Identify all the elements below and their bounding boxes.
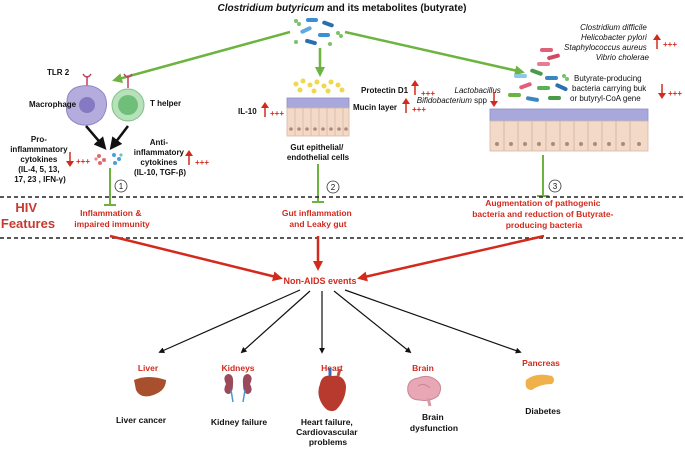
step-1-label: 1 bbox=[119, 182, 124, 191]
bacteria-cluster-icon bbox=[294, 18, 343, 46]
anti-change: +++ bbox=[195, 158, 209, 167]
butyrate-decrease-arrow-icon bbox=[658, 84, 666, 99]
organ-pancreas-outcome: Diabetes bbox=[525, 406, 561, 416]
outcome-3: Augmentation of pathogenic bacteria and … bbox=[472, 198, 616, 230]
step-2-label: 2 bbox=[331, 183, 336, 192]
butyrate-particles-icon bbox=[293, 78, 345, 94]
arrow-t-helper bbox=[109, 125, 129, 150]
arrow-to-kidneys bbox=[240, 290, 311, 354]
arrow-outcome-3 bbox=[357, 234, 545, 282]
pro-decrease-arrow-icon bbox=[66, 152, 74, 167]
liver-icon bbox=[134, 377, 166, 397]
t-helper-label: T helper bbox=[150, 99, 181, 108]
organ-liver-outcome: Liver cancer bbox=[116, 415, 167, 425]
arrow-to-microbiota bbox=[344, 30, 525, 76]
butyrate-change: +++ bbox=[668, 89, 682, 98]
header-title: Clostridium butyricum and its metabolite… bbox=[218, 3, 467, 14]
tlr2-label: TLR 2 bbox=[47, 68, 70, 77]
epithelium-right bbox=[489, 120, 649, 152]
organ-brain-label: Brain bbox=[412, 363, 434, 373]
beneficial-list: Lactobacillus Bifidobacterium spp bbox=[417, 86, 503, 105]
mucin-label: Mucin layer bbox=[353, 103, 397, 112]
header-organism: Clostridium butyricum bbox=[218, 3, 325, 14]
kidneys-icon bbox=[224, 374, 252, 403]
pathogen-increase-arrow-icon bbox=[653, 34, 661, 49]
arrow-to-pancreas bbox=[344, 289, 522, 354]
step-3-label: 3 bbox=[553, 182, 558, 191]
arrow-macrophage bbox=[85, 125, 107, 150]
mucin-layer-right bbox=[489, 108, 649, 122]
t-helper-icon bbox=[111, 88, 145, 122]
il10-label: IL-10 bbox=[238, 107, 257, 116]
gut-cells-label: Gut epithelial/ endothelial cells bbox=[287, 143, 350, 162]
organ-heart-label: Heart bbox=[321, 363, 343, 373]
outcome-1: Inflammation & impaired immunity bbox=[74, 208, 150, 229]
header-rest: and its metabolites (butyrate) bbox=[324, 3, 466, 14]
il10-change: +++ bbox=[270, 109, 284, 118]
butyrate-producers-label: Butyrate-producing bacteria carrying buk… bbox=[570, 74, 649, 103]
protectin-increase-arrow-icon bbox=[411, 80, 419, 95]
mucin-change: +++ bbox=[412, 105, 426, 114]
mucin-layer bbox=[286, 97, 350, 109]
step-badge-3 bbox=[548, 179, 562, 193]
macrophage-icon bbox=[66, 85, 108, 126]
arrow-to-liver bbox=[158, 289, 301, 354]
non-aids-label: Non-AIDS events bbox=[283, 276, 356, 286]
organ-liver-label: Liver bbox=[138, 363, 159, 373]
hiv-features-label: HIV Features bbox=[1, 200, 55, 231]
organ-pancreas-label: Pancreas bbox=[522, 358, 560, 368]
step-badge-2 bbox=[326, 180, 340, 194]
epithelium-middle bbox=[286, 107, 350, 137]
pro-change: +++ bbox=[76, 157, 90, 166]
il10-increase-arrow-icon bbox=[261, 102, 269, 117]
pathogen-list: Clostridium difficile Helicobacter pylor… bbox=[564, 23, 650, 62]
macrophage-label: Macrophage bbox=[29, 100, 77, 109]
beneficial-decrease-arrow-icon bbox=[490, 92, 498, 107]
protectin-change: +++ bbox=[421, 89, 435, 98]
organ-kidneys-label: Kidneys bbox=[221, 363, 254, 373]
organ-heart-outcome: Heart failure, Cardiovascular problems bbox=[296, 417, 360, 447]
arrow-outcome-1 bbox=[109, 234, 283, 282]
brain-icon bbox=[407, 375, 442, 407]
anti-cytokines-label: Anti- inflammatory cytokines (IL-10, TGF… bbox=[134, 138, 187, 177]
arrow-to-immune bbox=[112, 30, 291, 83]
pathogen-bacteria-icon bbox=[537, 48, 560, 66]
anti-increase-arrow-icon bbox=[185, 150, 193, 165]
outcome-2: Gut inflammation and Leaky gut bbox=[282, 208, 354, 229]
arrow-to-brain bbox=[333, 290, 412, 354]
step-badge-1 bbox=[114, 179, 128, 193]
pancreas-icon bbox=[525, 374, 554, 390]
pathogen-change: +++ bbox=[663, 40, 677, 49]
mucin-increase-arrow-icon bbox=[402, 98, 410, 113]
protectin-label: Protectin D1 bbox=[361, 86, 409, 95]
organ-brain-outcome: Brain dysfunction bbox=[410, 412, 458, 433]
organ-kidneys-outcome: Kidney failure bbox=[211, 417, 267, 427]
pro-cytokines-label: Pro- inflammmatory cytokines (IL-4, 5, 1… bbox=[10, 135, 70, 184]
heart-icon bbox=[318, 368, 346, 412]
cytokines-icon bbox=[94, 153, 123, 165]
microbiota-bacteria-icon bbox=[508, 68, 569, 102]
